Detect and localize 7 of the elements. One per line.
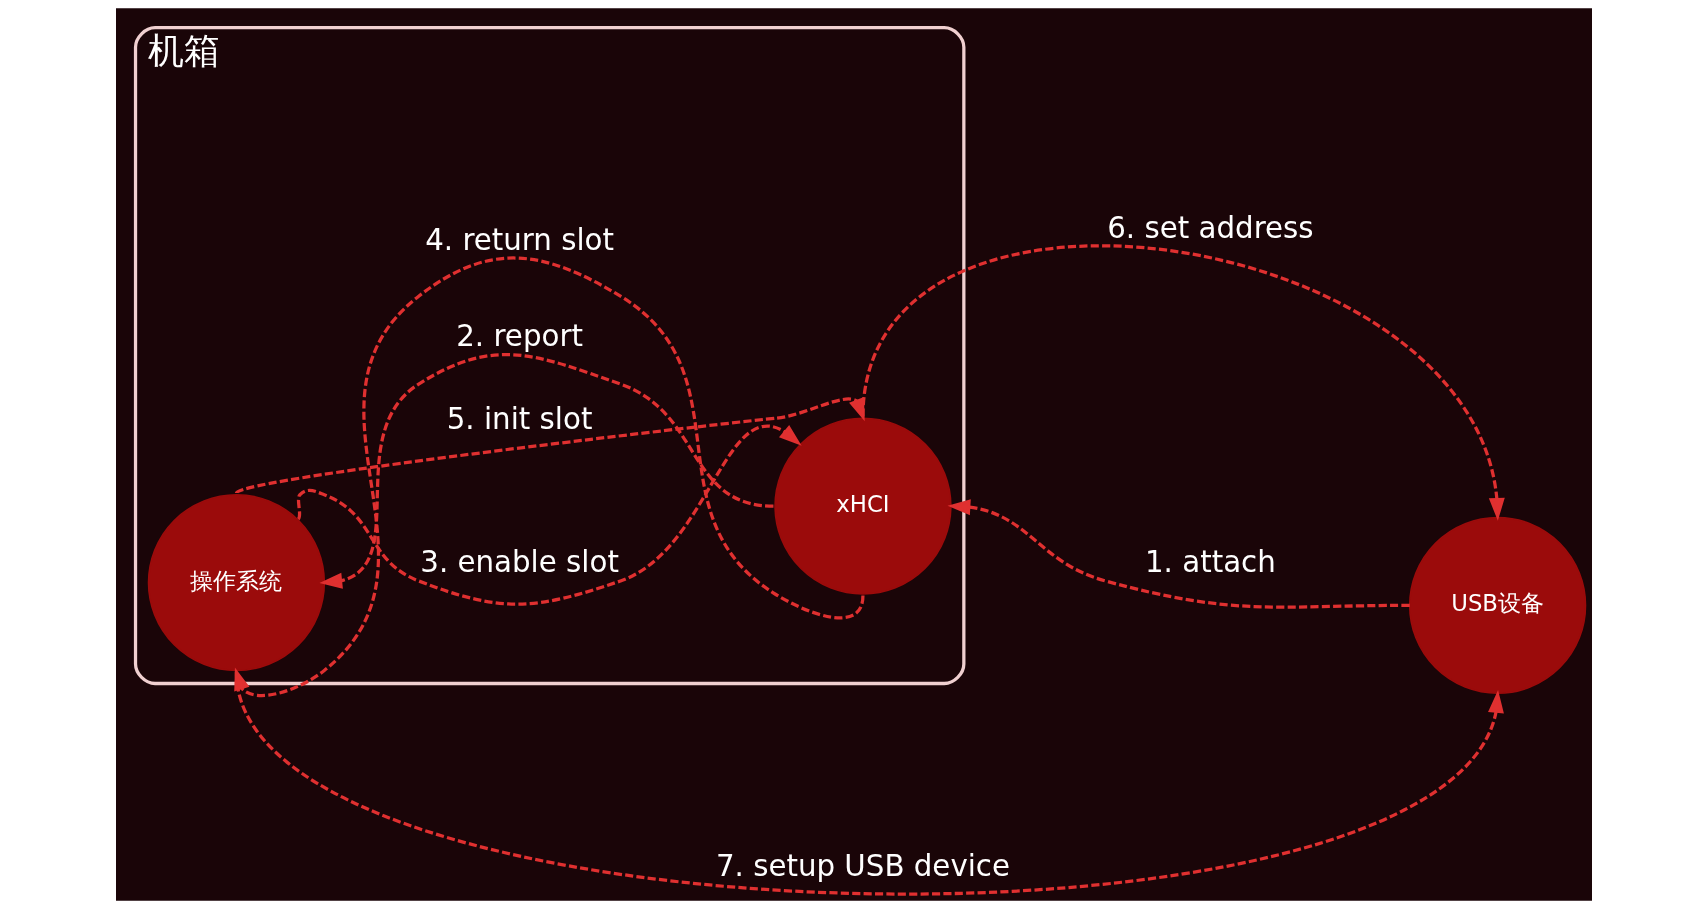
edge-label: 1. attach <box>1145 544 1276 579</box>
edge-label: 7. setup USB device <box>715 849 1010 884</box>
edge-label: 5. init slot <box>446 401 593 436</box>
edge-label: 3. enable slot <box>420 544 619 579</box>
edge-label: 6. set address <box>1107 211 1314 246</box>
edge-label: 2. report <box>456 318 583 353</box>
edge-label: 4. return slot <box>425 222 615 257</box>
